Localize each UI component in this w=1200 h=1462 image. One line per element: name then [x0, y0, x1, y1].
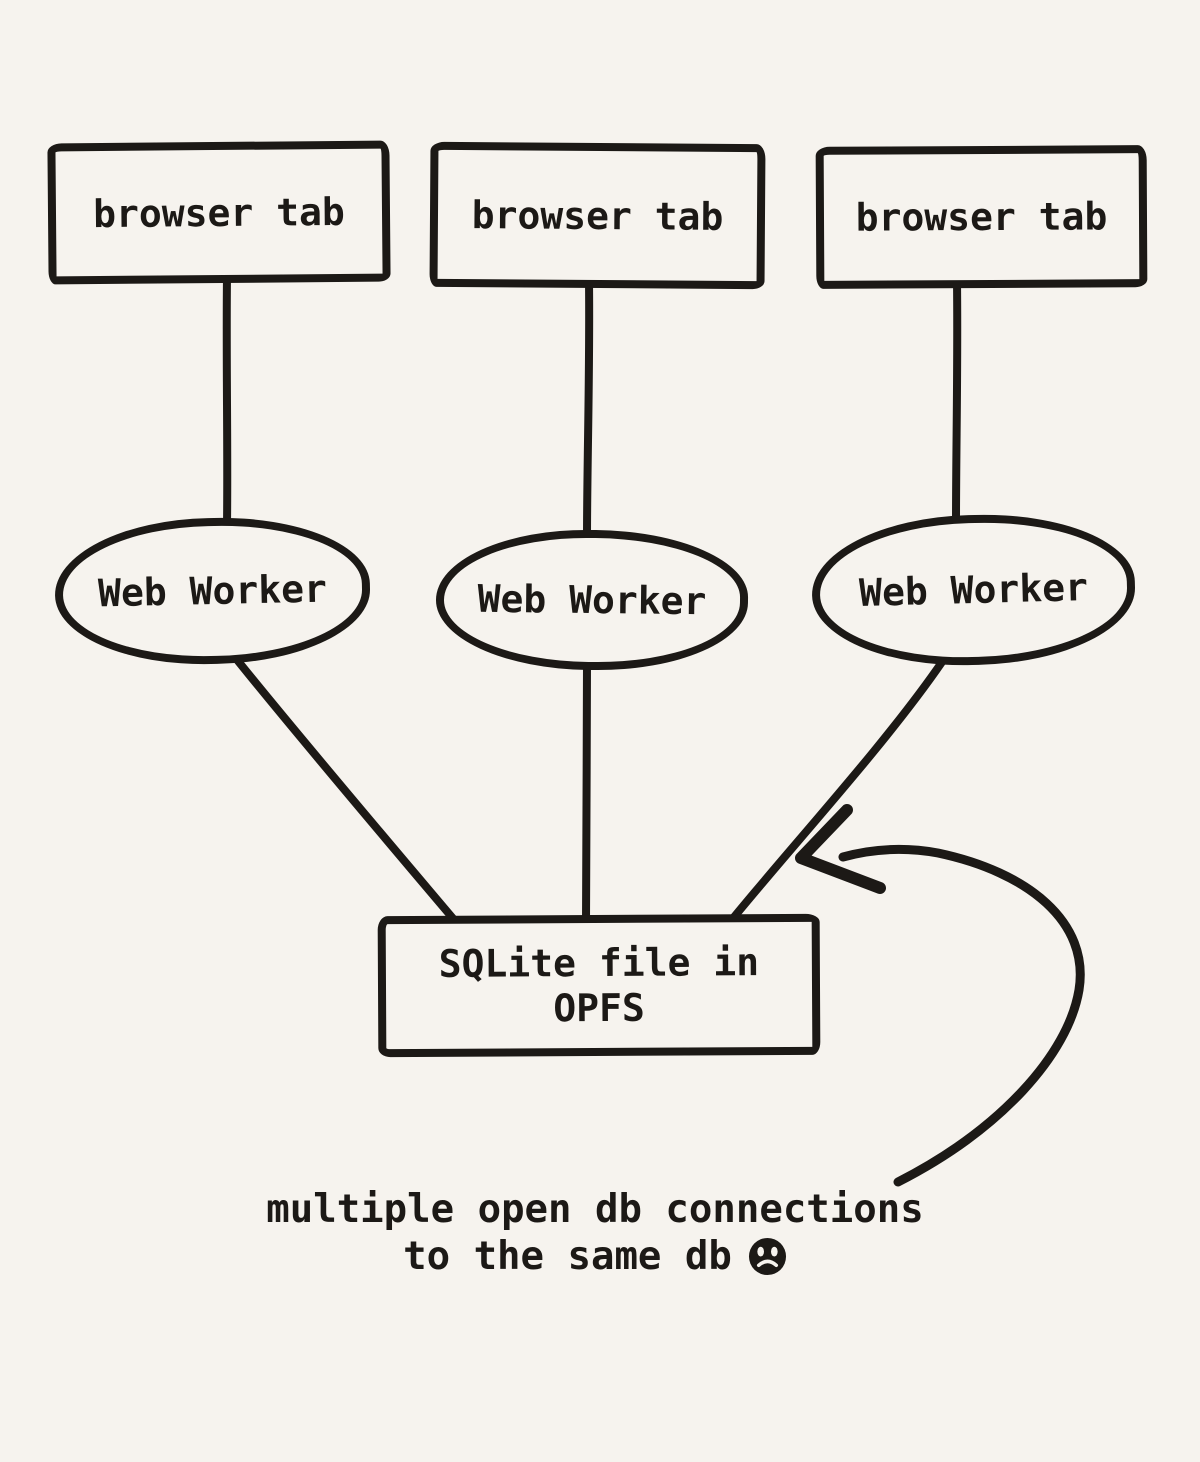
browser-tab-2-label: browser tab: [471, 192, 724, 239]
edge-tab2-worker2: [583, 278, 594, 542]
sad-face-icon: [748, 1237, 786, 1276]
web-worker-1-label: Web Worker: [97, 566, 328, 616]
caption-line2: to the same db: [0, 1233, 1190, 1280]
browser-tab-3-label: browser tab: [855, 194, 1108, 240]
caption-line2-text: to the same db: [403, 1234, 732, 1279]
sqlite-file-label-line1: SQLite file in: [438, 939, 760, 986]
browser-tab-1-label: browser tab: [92, 189, 346, 236]
caption: multiple open db connections to the same…: [0, 1186, 1190, 1280]
edge-worker3-sqlite: [726, 658, 946, 926]
caption-line1: multiple open db connections: [266, 1187, 924, 1232]
edge-worker1-sqlite: [234, 657, 460, 926]
edge-tab1-worker1: [222, 272, 232, 528]
web-worker-2-label: Web Worker: [477, 576, 707, 624]
annotation-arrow-curve: [838, 845, 1085, 1187]
edge-tab3-worker3: [952, 278, 962, 526]
sqlite-file-label-line2: OPFS: [553, 985, 645, 1030]
node-browser-tab-2: browser tab: [429, 141, 766, 290]
node-browser-tab-1: browser tab: [47, 140, 391, 285]
node-sqlite-file: SQLite file in OPFS: [377, 913, 821, 1058]
edge-worker2-sqlite: [582, 660, 591, 926]
web-worker-3-label: Web Worker: [858, 565, 1089, 615]
annotation-arrow-head: [795, 804, 886, 894]
node-browser-tab-3: browser tab: [815, 145, 1148, 289]
